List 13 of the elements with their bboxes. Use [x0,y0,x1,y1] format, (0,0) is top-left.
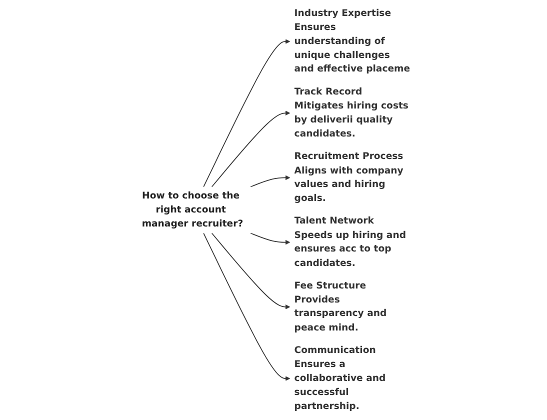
node-text: How to choose the right account manager recruiter? [142,190,244,230]
node-text: Talent Network Speeds up hiring and ensures acc to top candidates. [294,215,406,268]
node-text: Fee Structure Provides transparency and peace mind. [294,280,387,333]
arrow [211,110,290,188]
arrow [203,232,290,381]
node-text: Communication Ensures a collaborative and successful partnership. [294,344,386,412]
arrow [250,232,290,245]
arrow [211,232,290,310]
arrow [203,39,290,188]
arrow [250,175,290,188]
node-text: Recruitment Process Aligns with company values and hiring goals. [294,150,404,204]
node-text: Industry Expertise Ensures understanding of unique challenges and effective placeme [294,8,410,74]
node-text: Track Record Mitigates hiring costs by deliverii quality candidates. [294,86,408,140]
